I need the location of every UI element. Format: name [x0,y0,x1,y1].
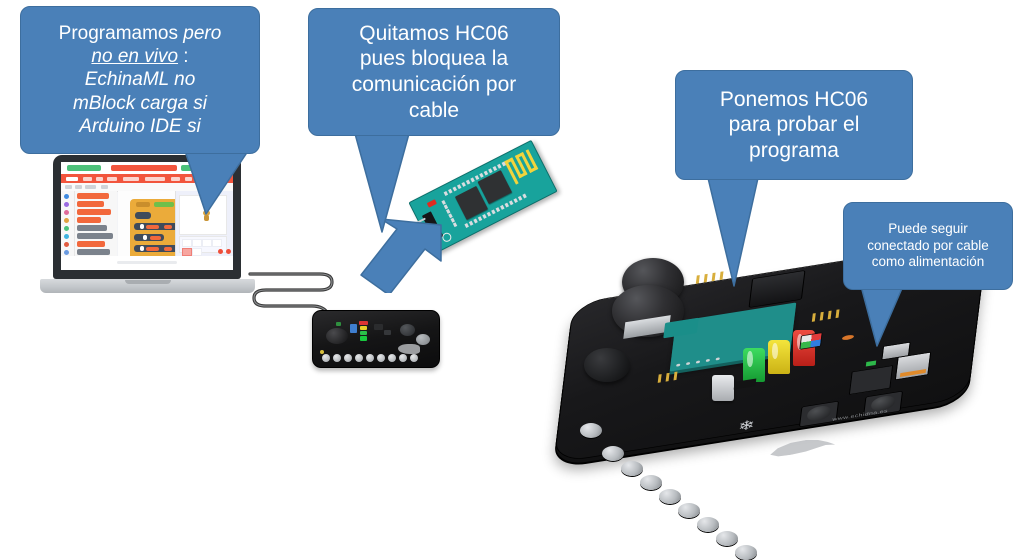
touch-pad [716,531,738,546]
callout-power-text: Puede seguir conectado por cable como al… [867,221,989,270]
touch-pad [678,503,700,518]
callout-programming-text: Programamos pero no en vivo : EchinaML n… [58,23,222,137]
mblock-block-list[interactable] [75,191,117,270]
usb-cable [248,272,334,322]
touch-pad [580,423,602,438]
callout-attach-hc06: Ponemos HC06 para probar el programa [675,70,913,180]
diagram-canvas: ❄ www.echidna.es Programamos pero no en … [20,6,1013,560]
callout-attach-hc06-text: Ponemos HC06 para probar el programa [719,87,869,162]
mblock-category-palette[interactable] [61,191,75,263]
callout-remove-hc06-text: Quitamos HC06 pues bloquea la comunicaci… [351,21,517,122]
mblock-footer [61,256,233,270]
mini-joystick [326,328,348,344]
touch-pad [697,517,719,532]
mini-pad [416,334,430,345]
mini-pad [400,324,415,336]
buzzer [584,348,630,382]
callout-attach-hc06-tail [707,177,759,287]
callout-power-tail [860,285,904,347]
echidna-logo [765,429,837,464]
snowflake-icon: ❄ [737,417,756,435]
callout-programming: Programamos pero no en vivo : EchinaML n… [20,6,260,154]
mblock-menubar [61,174,233,183]
mblock-block-row[interactable] [134,234,164,241]
yellow-led [768,340,790,374]
callout-remove-hc06: Quitamos HC06 pues bloquea la comunicaci… [308,8,560,136]
touch-pad [735,545,757,560]
touch-pad [640,475,662,490]
callout-power-over-cable: Puede seguir conectado por cable como al… [843,202,1013,290]
callout-remove-hc06-tail [353,129,411,233]
touch-pad [659,489,681,504]
echidna-mini-board [312,310,440,368]
green-led [743,348,765,382]
laptop-base [40,279,255,293]
mini-echidna-logo [398,344,420,354]
mblock-sprite-list[interactable] [179,236,227,256]
touch-pad [621,461,643,476]
capacitor [712,375,734,401]
touch-pad [602,446,624,461]
